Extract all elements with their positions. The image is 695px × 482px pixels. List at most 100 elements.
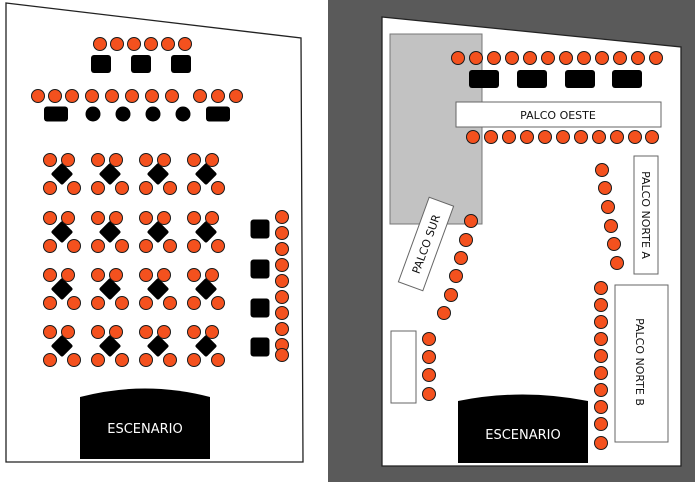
- chair: [115, 181, 129, 195]
- diamond-table: [147, 221, 169, 243]
- chair: [139, 153, 153, 167]
- round-table: [115, 106, 131, 122]
- chair: [109, 211, 123, 225]
- chair: [205, 325, 219, 339]
- stage-left-label: ESCENARIO: [107, 422, 182, 437]
- table: [250, 219, 270, 239]
- chair: [115, 296, 129, 310]
- chair: [105, 89, 119, 103]
- diamond-table: [195, 278, 217, 300]
- chair: [91, 181, 105, 195]
- diamond-table: [51, 278, 73, 300]
- chair: [91, 353, 105, 367]
- chair: [466, 130, 480, 144]
- chair: [275, 322, 289, 336]
- chair: [187, 325, 201, 339]
- chair: [187, 296, 201, 310]
- chair: [65, 89, 79, 103]
- table: [250, 259, 270, 279]
- chair: [43, 181, 57, 195]
- chair: [469, 51, 483, 65]
- table: [171, 55, 191, 73]
- chair: [61, 153, 75, 167]
- chair: [139, 325, 153, 339]
- chair: [631, 51, 645, 65]
- chair: [595, 51, 609, 65]
- chair: [594, 349, 608, 363]
- chair: [205, 268, 219, 282]
- chair: [109, 153, 123, 167]
- chair: [139, 181, 153, 195]
- diamond-table: [195, 335, 217, 357]
- chair: [43, 353, 57, 367]
- table: [469, 70, 499, 88]
- chair: [645, 130, 659, 144]
- chair: [91, 296, 105, 310]
- chair: [601, 200, 615, 214]
- chair: [422, 332, 436, 346]
- chair: [487, 51, 501, 65]
- chair: [91, 153, 105, 167]
- chair: [598, 181, 612, 195]
- chair: [163, 296, 177, 310]
- chair: [592, 130, 606, 144]
- chair: [91, 211, 105, 225]
- chair: [139, 239, 153, 253]
- diamond-table: [99, 335, 121, 357]
- chair: [520, 130, 534, 144]
- chair: [604, 219, 618, 233]
- chair: [484, 130, 498, 144]
- chair: [628, 130, 642, 144]
- chair: [610, 256, 624, 270]
- diamond-table: [147, 163, 169, 185]
- diamond-table: [99, 163, 121, 185]
- chair: [211, 181, 225, 195]
- chair: [422, 368, 436, 382]
- diamond-table: [51, 221, 73, 243]
- chair: [437, 306, 451, 320]
- table: [517, 70, 547, 88]
- chair: [275, 226, 289, 240]
- chair: [211, 239, 225, 253]
- chair: [157, 211, 171, 225]
- chair: [275, 348, 289, 362]
- diamond-table: [51, 163, 73, 185]
- diamond-table: [99, 278, 121, 300]
- box-palco-norte-a: PALCO NORTE A: [633, 155, 659, 275]
- chair: [67, 353, 81, 367]
- chair: [127, 37, 141, 51]
- diamond-table: [147, 335, 169, 357]
- box-palco-oeste-label: PALCO OESTE: [520, 109, 596, 122]
- chair: [275, 258, 289, 272]
- chair: [110, 37, 124, 51]
- chair: [613, 51, 627, 65]
- box-palco-norte-b-rect: [614, 284, 669, 443]
- chair: [43, 153, 57, 167]
- chair: [91, 268, 105, 282]
- floor-plan-left: ESCENARIO: [5, 2, 304, 463]
- chair: [187, 268, 201, 282]
- chair: [649, 51, 663, 65]
- stage-left: [80, 388, 210, 459]
- chair: [187, 181, 201, 195]
- chair: [187, 211, 201, 225]
- chair: [275, 210, 289, 224]
- chair: [109, 268, 123, 282]
- chair: [139, 296, 153, 310]
- chair: [229, 89, 243, 103]
- chair: [187, 239, 201, 253]
- chair: [594, 400, 608, 414]
- chair: [43, 268, 57, 282]
- chair: [61, 325, 75, 339]
- chair: [594, 383, 608, 397]
- chair: [205, 153, 219, 167]
- chair: [275, 242, 289, 256]
- chair: [163, 181, 177, 195]
- chair: [165, 89, 179, 103]
- chair: [109, 325, 123, 339]
- box-palco-norte-a-rect: [633, 155, 659, 275]
- chair: [163, 239, 177, 253]
- chair: [610, 130, 624, 144]
- chair: [67, 296, 81, 310]
